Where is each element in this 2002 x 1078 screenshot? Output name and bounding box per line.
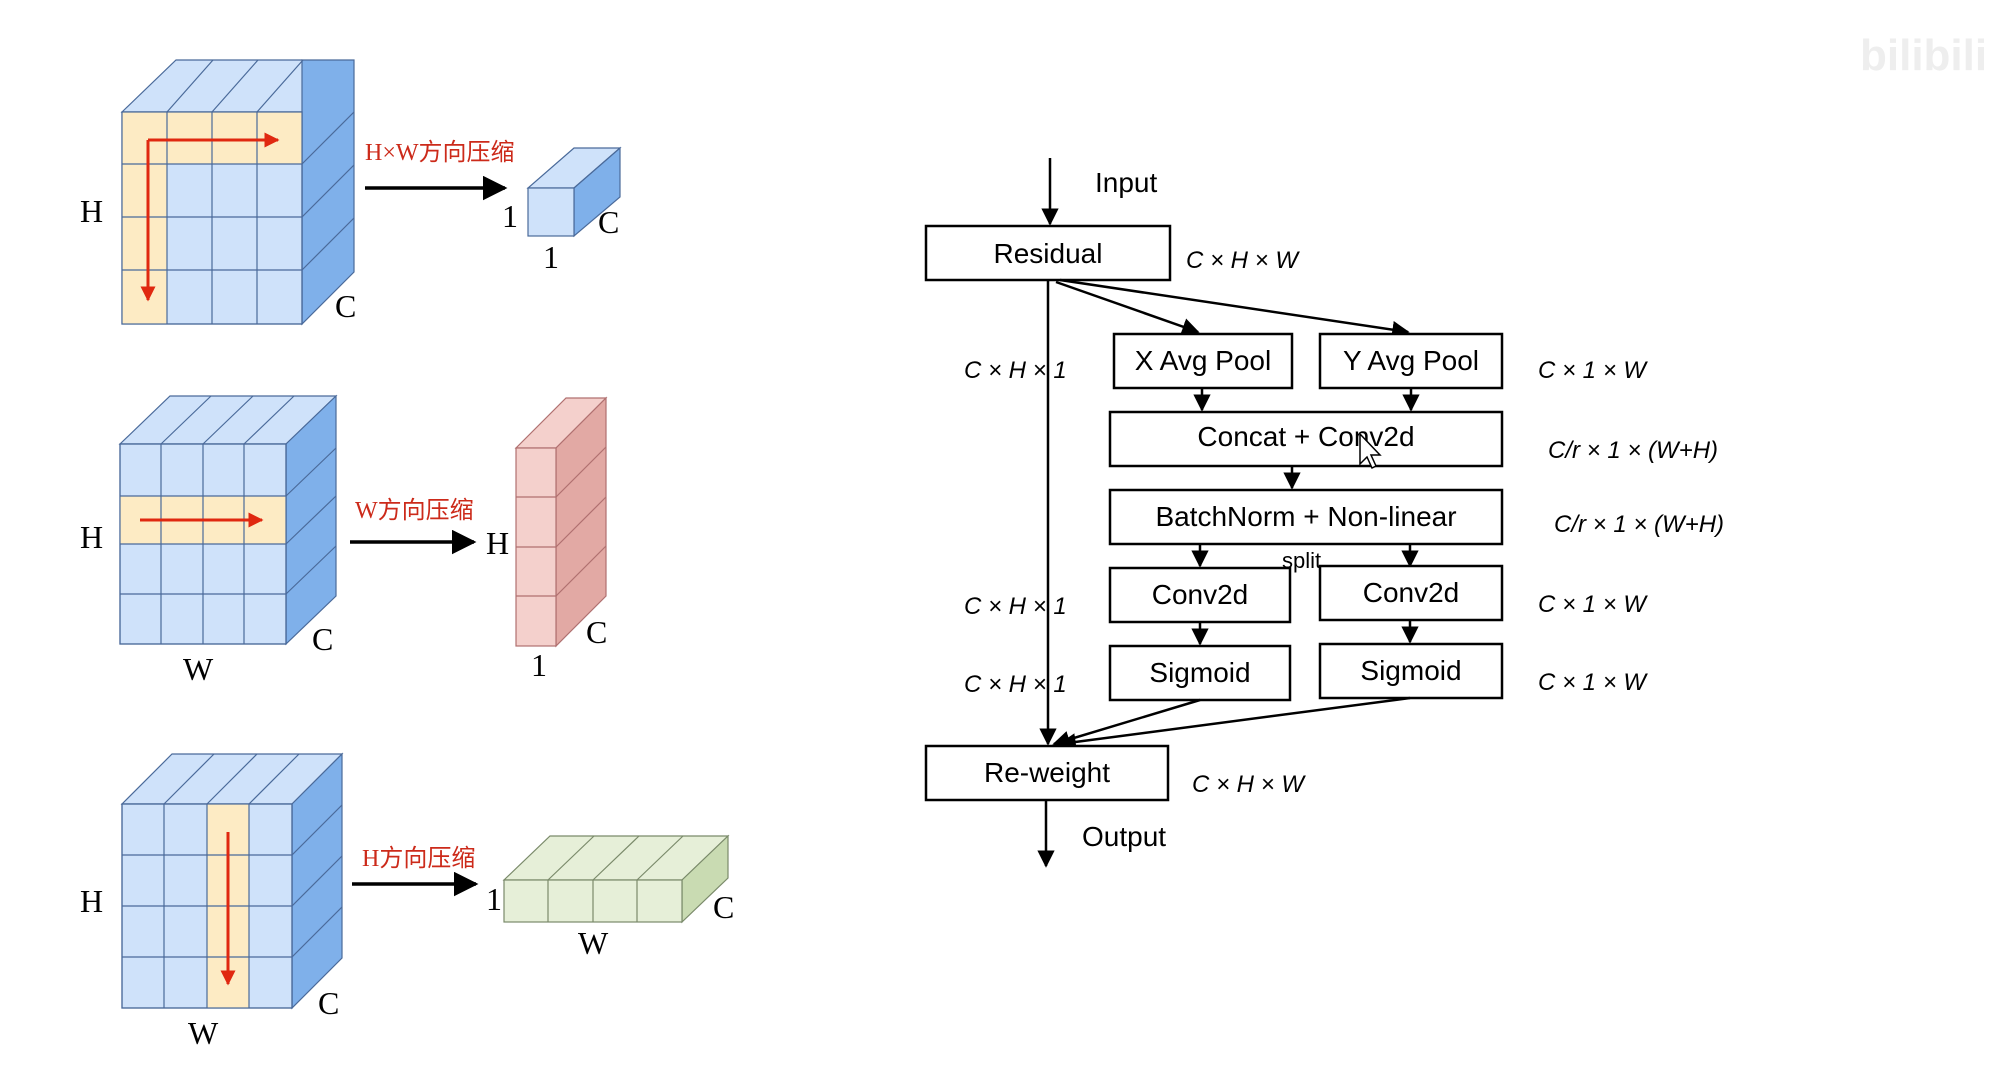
left-pool-dim: C × H × 1 [964,357,1067,384]
sigmoid-left-label: Sigmoid [1149,657,1250,688]
right-pool-dim: C × 1 × W [1538,357,1648,384]
mouse-cursor-icon [1359,432,1382,470]
input-label: Input [1095,167,1157,198]
residual-label: Residual [994,238,1103,269]
cube1-out-front [527,187,575,237]
conv-left-label: Conv2d [1152,579,1249,610]
batchnorm-box [1108,488,1504,546]
cube1-out-one-a: 1 [502,198,518,234]
concat-dim: C/r × 1 × (W+H) [1548,437,1718,464]
left-conv-dim: C × H × 1 [964,593,1067,620]
cube2-out-h: H [486,525,509,561]
cube3-out-w: W [578,925,609,961]
residual-dim: C × H × W [1186,247,1300,274]
cube3-arrow-label: H方向压缩 [362,845,475,872]
branch-x-arrow [1055,280,1200,336]
cube2-c-label: C [312,621,333,657]
sigmoid-right-box [1318,642,1504,700]
cube1-h-label: H [80,193,103,229]
residual-box [924,224,1172,282]
cube2-w-label: W [183,651,214,687]
x-avg-pool-box [1112,332,1294,390]
left-sig-dim: C × H × 1 [964,671,1067,698]
cube2-arrow-label: W方向压缩 [355,497,474,524]
y-avg-pool-box [1318,332,1504,390]
cube1-out-one-b: 1 [543,239,559,275]
conv-left-box [1108,566,1292,624]
cube3-out-c: C [713,889,734,925]
sigmoid-right-label: Sigmoid [1360,655,1461,686]
cube1-highlight-col [122,112,167,324]
cube3-c-label: C [318,985,339,1021]
right-sig-dim: C × 1 × W [1538,669,1648,696]
cube1-out-c: C [598,204,619,240]
cube-h-compress: H W C H方向压缩 1 W C [80,752,734,1051]
cube3-w-label: W [188,1015,219,1051]
watermark: bilibili [1860,31,1987,80]
cube2-h-label: H [80,519,103,555]
concat-conv-label: Concat + Conv2d [1197,421,1414,452]
reweight-dim: C × H × W [1192,771,1306,798]
flowchart: Input Residual C × H × W X Avg Pool Y Av… [924,158,1724,868]
bn-dim: C/r × 1 × (W+H) [1554,511,1724,538]
x-avg-pool-label: X Avg Pool [1135,345,1271,376]
cube3-out-one: 1 [486,881,502,917]
conv-right-label: Conv2d [1363,577,1460,608]
reweight-label: Re-weight [984,757,1110,788]
cube2-out-one: 1 [531,647,547,683]
cube1-c-label: C [335,288,356,324]
y-avg-pool-label: Y Avg Pool [1343,345,1479,376]
cube3-h-label: H [80,883,103,919]
conv-right-box [1318,564,1504,622]
cube-w-compress: H W C W方向压缩 H 1 C [80,394,608,687]
cube2-out-c: C [586,614,607,650]
output-label: Output [1082,821,1166,852]
cube1-arrow-label: H×W方向压缩 [365,139,515,166]
sigmoid-left-box [1108,644,1292,702]
concat-conv-box [1108,410,1504,468]
batchnorm-label: BatchNorm + Non-linear [1155,501,1456,532]
cube-hw-compress: H C H×W方向压缩 1 1 C [80,59,622,326]
right-conv-dim: C × 1 × W [1538,591,1648,618]
branch-y-arrow [1059,278,1410,339]
cube1-side [301,59,355,326]
